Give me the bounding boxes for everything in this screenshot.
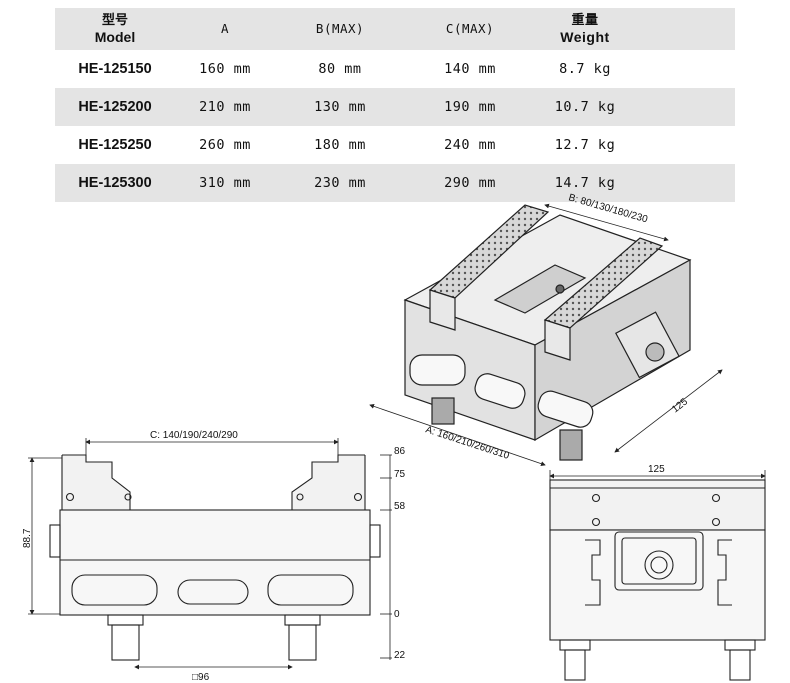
side-vise-view <box>549 479 766 681</box>
cell-weight: 10.7 kg <box>554 99 616 115</box>
cell-b: 80 mm <box>318 61 362 77</box>
iso-label-side: 125 <box>670 396 690 415</box>
front-dim-75: 75 <box>394 469 406 480</box>
side-label-top: 125 <box>648 464 665 475</box>
front-dim-58: 58 <box>394 501 406 512</box>
cell-b: 130 mm <box>314 99 366 115</box>
cell-model: HE-125150 <box>78 61 152 77</box>
cell-c: 240 mm <box>444 137 496 153</box>
cell-a: 310 mm <box>199 175 251 191</box>
iso-label-a: A: 160/210/260/310 <box>424 424 511 462</box>
cell-c: 290 mm <box>444 175 496 191</box>
cell-b: 180 mm <box>314 137 366 153</box>
header-a: A <box>220 21 230 36</box>
cell-c: 140 mm <box>444 61 496 77</box>
cell-weight: 14.7 kg <box>554 175 616 191</box>
cell-a: 210 mm <box>199 99 251 115</box>
front-dim-22: 22 <box>394 650 406 661</box>
header-weight: 重量 Weight <box>535 8 635 50</box>
front-label-height: 88.7 <box>22 528 33 548</box>
table-row: HE-125250 260 mm 180 mm 240 mm 12.7 kg <box>55 126 735 164</box>
cell-model: HE-125250 <box>78 137 152 153</box>
front-dim-0: 0 <box>394 609 400 620</box>
side-dimensions <box>549 470 766 480</box>
cell-b: 230 mm <box>314 175 366 191</box>
table-row: HE-125150 160 mm 80 mm 140 mm 8.7 kg <box>55 50 735 88</box>
cell-weight: 8.7 kg <box>559 61 611 77</box>
header-b: B(MAX) <box>315 21 365 36</box>
header-weight-zh: 重量 <box>571 13 599 28</box>
iso-label-b: B: 80/130/180/230 <box>567 192 649 225</box>
cell-model: HE-125200 <box>78 99 152 115</box>
cell-c: 190 mm <box>444 99 496 115</box>
front-dim-86: 86 <box>394 446 406 457</box>
header-model-zh: 型号 <box>101 13 128 28</box>
header-weight-en: Weight <box>560 29 610 45</box>
iso-vise-view <box>403 204 692 461</box>
front-label-c: C: 140/190/240/290 <box>150 430 238 441</box>
cell-model: HE-125300 <box>78 175 152 191</box>
front-vise-view <box>49 454 381 661</box>
header-model: 型号 Model <box>55 8 175 50</box>
table-row: HE-125200 210 mm 130 mm 190 mm 10.7 kg <box>55 88 735 126</box>
cell-a: 260 mm <box>199 137 251 153</box>
spec-table: 型号 Model A B(MAX) C(MAX) 重量 Weight HE-12… <box>55 8 735 202</box>
header-c: C(MAX) <box>445 21 495 36</box>
header-model-en: Model <box>94 29 136 45</box>
table-row: HE-125300 310 mm 230 mm 290 mm 14.7 kg <box>55 164 735 202</box>
table-header-row: 型号 Model A B(MAX) C(MAX) 重量 Weight <box>55 8 735 50</box>
cell-a: 160 mm <box>199 61 251 77</box>
front-label-bottom: □96 <box>192 672 210 683</box>
iso-dimensions <box>369 203 723 466</box>
cell-weight: 12.7 kg <box>554 137 616 153</box>
front-dimensions <box>28 438 392 670</box>
